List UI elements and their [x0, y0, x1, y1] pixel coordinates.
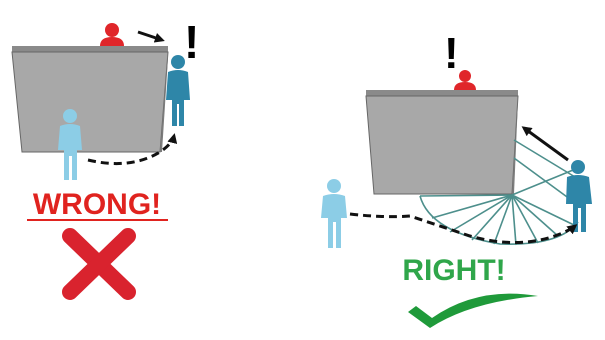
light-blue-person-icon-right	[321, 179, 347, 248]
wrong-panel: ! WRONG!	[12, 16, 199, 292]
cross-mark-icon	[70, 236, 128, 292]
approach-path-right	[350, 214, 575, 243]
red-person-icon	[100, 23, 124, 46]
obstacle-wall	[12, 46, 168, 152]
line-of-sight-arrow	[138, 32, 162, 40]
obstacle-wall-right	[366, 90, 518, 194]
alert-exclamation: !	[184, 16, 199, 68]
alert-exclamation-right: !	[444, 29, 459, 78]
right-panel: !	[321, 29, 592, 328]
right-label: RIGHT!	[402, 254, 505, 287]
line-of-sight-arrow-right	[524, 128, 568, 160]
wrong-label: WRONG!	[33, 188, 161, 221]
check-mark-icon	[408, 294, 538, 328]
